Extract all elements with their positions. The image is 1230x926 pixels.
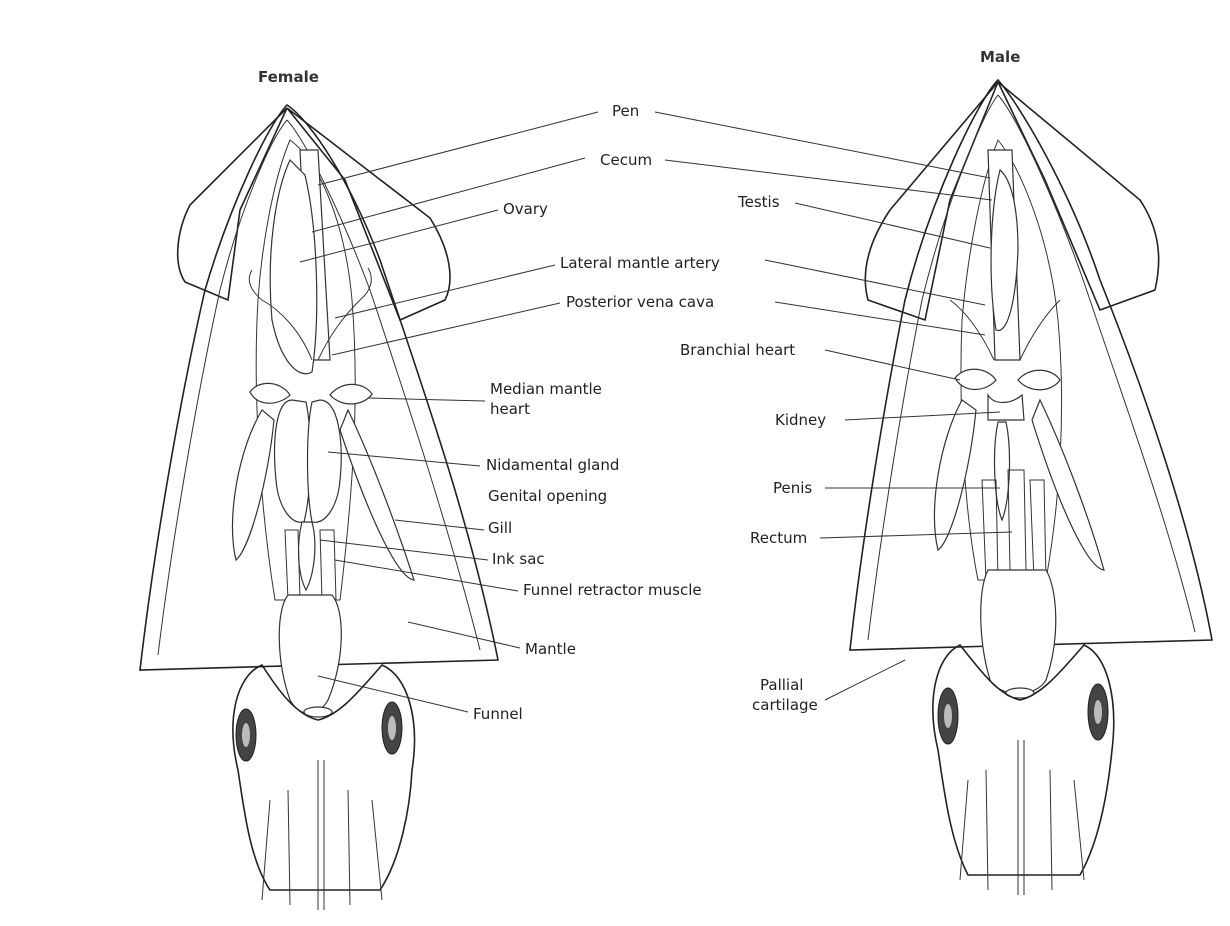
label-pen: Pen xyxy=(612,102,639,120)
label-lateral-mantle-artery: Lateral mantle artery xyxy=(560,254,720,272)
female-gill-left xyxy=(231,409,275,562)
female-arms xyxy=(261,760,383,910)
male-lateral-mantle-artery xyxy=(949,299,1061,361)
male-mantle xyxy=(849,78,1213,651)
female-nidamental-glands xyxy=(273,399,311,523)
label-mantle: Mantle xyxy=(525,640,576,658)
male-testis xyxy=(990,168,1019,331)
female-funnel xyxy=(278,594,342,715)
male-gill-right xyxy=(1031,398,1105,571)
label-gill: Gill xyxy=(488,519,512,537)
female-visceral-cavity xyxy=(255,139,356,601)
label-cecum: Cecum xyxy=(600,151,652,169)
male-branchial-hearts xyxy=(954,368,1061,391)
male-penis xyxy=(993,421,1011,522)
female-ink-sac xyxy=(297,521,316,592)
male-arms xyxy=(959,740,1085,895)
label-genital-opening: Genital opening xyxy=(488,487,607,505)
male-mantle-inner-rim xyxy=(867,94,999,641)
label-penis: Penis xyxy=(773,479,812,497)
female-title: Female xyxy=(258,68,319,86)
label-branchial-heart: Branchial heart xyxy=(680,341,795,359)
labels: Female Male Pen Cecum Ovary Testis Later… xyxy=(258,48,1020,723)
male-funnel xyxy=(980,569,1057,694)
label-rectum: Rectum xyxy=(750,529,807,547)
label-funnel-retractor-muscle: Funnel retractor muscle xyxy=(523,581,702,599)
label-posterior-vena-cava: Posterior vena cava xyxy=(566,293,714,311)
label-ink-sac: Ink sac xyxy=(492,550,545,568)
label-median-mantle: Median mantle xyxy=(490,380,602,398)
label-pallial: Pallial xyxy=(760,676,803,694)
label-funnel: Funnel xyxy=(473,705,523,723)
male-head xyxy=(932,644,1115,876)
female-fin-right xyxy=(286,107,451,322)
female-mantle-inner-rim xyxy=(157,119,288,656)
label-pallial-cartilage: cartilage xyxy=(752,696,818,714)
label-nidamental-gland: Nidamental gland xyxy=(486,456,619,474)
female-ovary xyxy=(269,158,318,375)
female-fin-left xyxy=(176,107,288,302)
male-kidney xyxy=(987,392,1025,421)
label-median-mantle-heart: heart xyxy=(490,400,530,418)
label-testis: Testis xyxy=(737,193,780,211)
female-squid-illustration xyxy=(139,103,499,910)
male-title: Male xyxy=(980,48,1020,66)
female-branchial-hearts xyxy=(249,382,373,405)
male-squid-illustration xyxy=(849,78,1213,895)
female-gill-right xyxy=(339,408,415,581)
male-fin-left xyxy=(864,81,999,322)
label-kidney: Kidney xyxy=(775,411,826,429)
leader-lines xyxy=(299,111,1013,713)
male-rectum xyxy=(1007,469,1027,571)
female-lateral-mantle-artery xyxy=(261,299,361,361)
male-gill-left xyxy=(933,399,977,552)
label-ovary: Ovary xyxy=(503,200,548,218)
male-fin-right xyxy=(997,81,1160,312)
female-head xyxy=(232,663,416,891)
male-funnel-retractor xyxy=(981,479,1047,581)
